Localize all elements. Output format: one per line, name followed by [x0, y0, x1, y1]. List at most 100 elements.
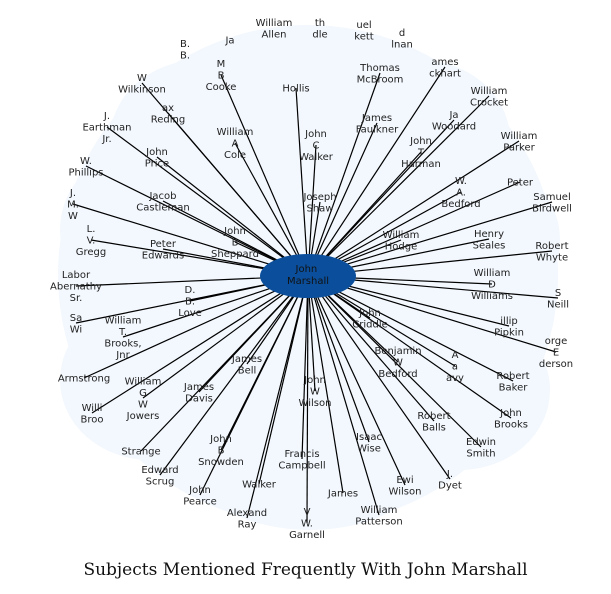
node-label-line: G	[139, 388, 147, 399]
node-label-line: Edward	[141, 465, 178, 476]
node-label-line: Birdwell	[532, 203, 572, 214]
node-label-line: Robert	[535, 241, 568, 252]
node-label-line: Joseph	[302, 192, 336, 203]
edge-line	[167, 112, 309, 277]
node-label-line: Robert	[496, 371, 529, 382]
node-label-line: T	[417, 148, 425, 159]
node-label-line: Neill	[547, 299, 569, 310]
node-label-line: V.	[87, 236, 96, 247]
node-label-line: Pipkin	[494, 327, 524, 338]
node-label-line: John	[303, 375, 326, 386]
node-label: L.V.Gregg	[76, 224, 107, 258]
node-label-line: Thomas	[359, 63, 400, 74]
node-label-line: illip	[500, 316, 517, 327]
node-label-line: Faulkner	[356, 124, 399, 135]
node-label-line: M.	[67, 200, 79, 211]
node-label-line: W.	[80, 156, 92, 167]
node-label-line: J.	[103, 111, 110, 122]
node-label-line: W.	[301, 519, 313, 530]
node-label-line: William	[125, 376, 162, 387]
edge-line	[140, 275, 309, 452]
edge-line	[307, 72, 381, 277]
edge-line	[307, 151, 422, 277]
node-label-line: James	[327, 489, 358, 500]
node-label-line: Ja	[448, 110, 458, 121]
node-label-line: derson	[539, 359, 573, 370]
node-label-line: Wilson	[389, 486, 422, 497]
node-label-line: Wilkinson	[118, 84, 166, 95]
node-label-line: John	[223, 226, 246, 237]
node-label-line: A	[232, 139, 239, 150]
node-label-line: John	[209, 434, 232, 445]
node-label-line: Bedford	[378, 369, 417, 380]
node-label-line: S	[555, 288, 561, 299]
node-label-line: Edwards	[142, 250, 184, 261]
node-label-line: Bell	[238, 365, 257, 376]
node-label-line: L.	[87, 224, 96, 235]
node-label-line: Robert	[417, 411, 450, 422]
node-label: J.Dyet	[438, 469, 462, 492]
edge-line	[307, 275, 370, 443]
node-label-line: Criddle	[352, 319, 388, 330]
edge-line	[307, 201, 553, 277]
node-label-line: Willi	[82, 403, 103, 414]
diagram-caption: Subjects Mentioned Frequently With John …	[83, 560, 528, 580]
node-label-line: Isaac	[356, 432, 382, 443]
node-label-line: John	[304, 129, 327, 140]
edge-line	[85, 165, 309, 277]
edge-line	[307, 181, 521, 277]
edge-line	[307, 275, 451, 480]
node-label: Strange	[121, 447, 160, 458]
node-label: Armstrong	[58, 374, 110, 385]
node-label-line: Brooks	[494, 419, 528, 430]
node-label: W.A.Bedford	[441, 176, 480, 210]
node-label-line: Whyte	[536, 252, 568, 263]
background-bubble	[60, 150, 220, 310]
edge-line	[307, 140, 520, 277]
node-label-line: Walker	[242, 480, 277, 491]
node-label-line: James	[361, 113, 392, 124]
edge-line	[301, 275, 309, 460]
edge-line	[159, 275, 309, 476]
node-label-line: Ray	[238, 519, 257, 530]
node-label-line: kett	[354, 31, 374, 42]
edge-line	[106, 126, 309, 277]
background-bubble	[400, 160, 560, 320]
node-label-line: Jnr	[115, 350, 130, 361]
node-label: W.Phillips	[68, 156, 103, 179]
node-label-line: V	[304, 507, 311, 518]
hub-ellipse	[260, 254, 356, 298]
edge-line	[156, 156, 309, 277]
node-label-line: a	[452, 362, 458, 373]
node-label-line: B	[218, 446, 225, 457]
node-label-line: McBroom	[357, 74, 404, 85]
node-label-line: Sheppard	[211, 249, 259, 260]
edge-line	[307, 275, 514, 382]
edge-line	[246, 275, 309, 519]
node-label-line: W	[393, 358, 403, 369]
